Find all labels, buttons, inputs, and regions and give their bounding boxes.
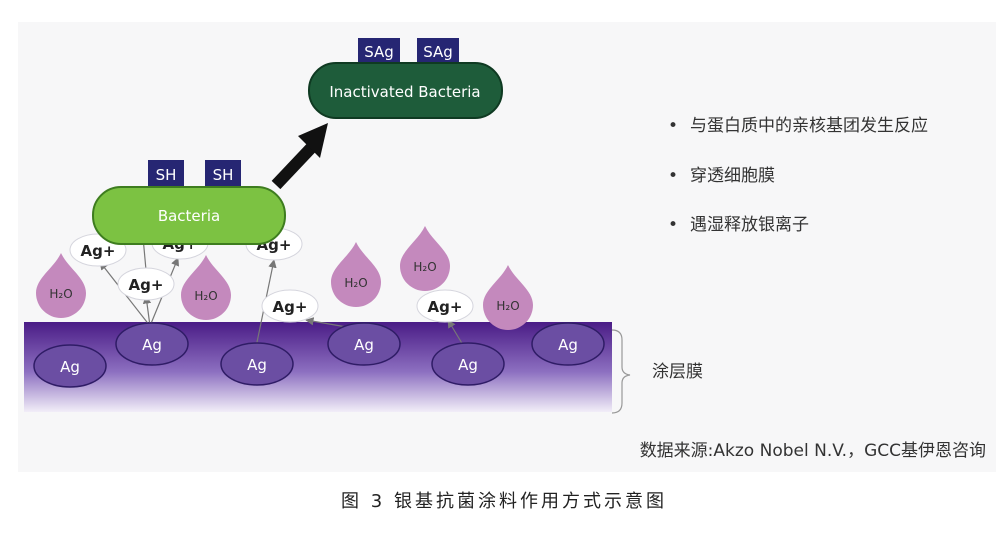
figure-caption: 图 3 银基抗菌涂料作用方式示意图 bbox=[341, 491, 667, 512]
svg-text:SH: SH bbox=[156, 166, 177, 184]
silver-ion: Ag+ bbox=[261, 289, 319, 323]
svg-text:Ag: Ag bbox=[247, 356, 267, 374]
water-droplet: H₂O bbox=[36, 253, 86, 318]
coating-layer bbox=[24, 322, 612, 412]
water-droplet: H₂O bbox=[483, 265, 533, 330]
svg-text:H₂O: H₂O bbox=[194, 289, 217, 303]
silver-particle: Ag bbox=[327, 322, 401, 366]
silver-ion: Ag+ bbox=[416, 289, 474, 323]
inactivation-arrow bbox=[271, 123, 328, 190]
svg-text:Ag: Ag bbox=[142, 336, 162, 354]
svg-text:Ag+: Ag+ bbox=[273, 298, 308, 316]
svg-text:H₂O: H₂O bbox=[49, 287, 72, 301]
coating-label: 涂层膜 bbox=[652, 362, 703, 382]
sag-tag bbox=[417, 38, 459, 64]
svg-text:Ag+: Ag+ bbox=[81, 242, 116, 260]
svg-text:Inactivated Bacteria: Inactivated Bacteria bbox=[329, 83, 480, 101]
svg-text:SAg: SAg bbox=[423, 43, 453, 61]
svg-text:Ag+: Ag+ bbox=[129, 276, 164, 294]
inactivated-bacteria-cell: SAg SAg Inactivated Bacteria bbox=[308, 38, 503, 119]
svg-text:H₂O: H₂O bbox=[344, 276, 367, 290]
sag-tag bbox=[358, 38, 400, 64]
svg-text:Ag: Ag bbox=[458, 356, 478, 374]
release-arrow bbox=[142, 295, 152, 327]
svg-text:Ag: Ag bbox=[60, 358, 80, 376]
silver-particle: Ag bbox=[431, 342, 505, 386]
water-droplets: H₂O H₂O H₂O H₂O H₂O bbox=[36, 226, 533, 330]
svg-text:SH: SH bbox=[213, 166, 234, 184]
silver-ion: Ag+ bbox=[117, 267, 175, 301]
silver-particle: Ag bbox=[220, 342, 294, 386]
coating-brace bbox=[611, 329, 631, 414]
water-droplet: H₂O bbox=[331, 242, 381, 307]
svg-text:Ag: Ag bbox=[354, 336, 374, 354]
svg-text:SAg: SAg bbox=[364, 43, 394, 61]
mechanism-item: •穿透细胞膜 bbox=[668, 166, 775, 186]
bullet-icon: • bbox=[668, 166, 679, 186]
bacteria-cell: SH SH Bacteria bbox=[92, 160, 286, 245]
silver-particle: Ag bbox=[115, 322, 189, 366]
silver-particle: Ag bbox=[33, 344, 107, 388]
silver-particles: Ag Ag Ag Ag Ag Ag bbox=[33, 322, 605, 388]
svg-text:H₂O: H₂O bbox=[496, 299, 519, 313]
source-note: 数据来源:Akzo Nobel N.V.，GCC基伊恩咨询 bbox=[639, 441, 986, 461]
svg-text:H₂O: H₂O bbox=[413, 260, 436, 274]
bullet-icon: • bbox=[668, 215, 679, 235]
mechanism-item: •与蛋白质中的亲核基团发生反应 bbox=[668, 116, 928, 136]
svg-text:Ag: Ag bbox=[558, 336, 578, 354]
silver-particle: Ag bbox=[531, 322, 605, 366]
water-droplet: H₂O bbox=[181, 255, 231, 320]
mechanism-item: •遇湿释放银离子 bbox=[668, 215, 809, 235]
svg-text:Ag+: Ag+ bbox=[428, 298, 463, 316]
bullet-icon: • bbox=[668, 116, 679, 136]
svg-text:Bacteria: Bacteria bbox=[158, 207, 220, 225]
sh-tag bbox=[205, 160, 241, 188]
sh-tag bbox=[148, 160, 184, 188]
water-droplet: H₂O bbox=[400, 226, 450, 291]
